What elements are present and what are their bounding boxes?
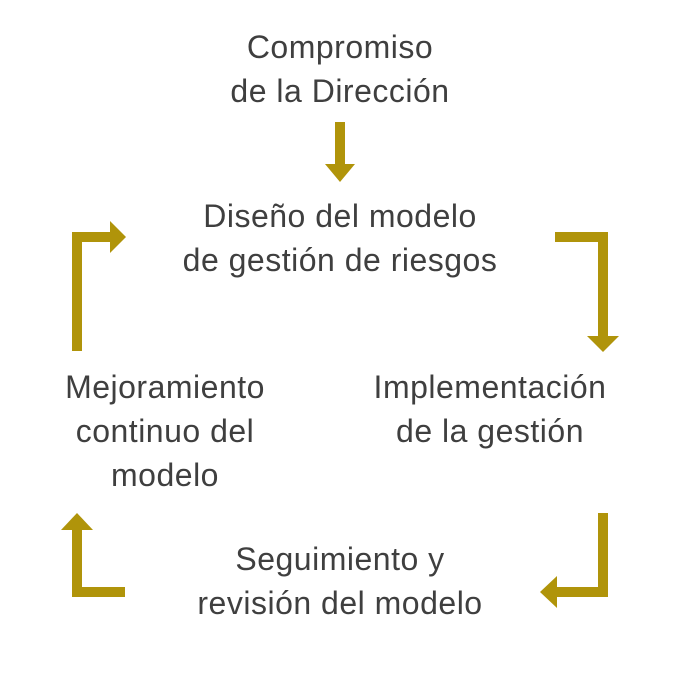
node-improvement: Mejoramiento continuo del modelo bbox=[20, 365, 310, 497]
node-design: Diseño del modelo de gestión de riesgos bbox=[90, 194, 590, 282]
node-improvement-line1: Mejoramiento bbox=[65, 369, 265, 405]
arrow-design-to-implementation bbox=[555, 232, 619, 352]
arrow-monitoring-to-improvement bbox=[61, 513, 125, 597]
node-design-line2: de gestión de riesgos bbox=[182, 242, 498, 278]
arrow-improvement-to-design bbox=[72, 221, 126, 351]
arrow-commitment-to-design bbox=[325, 122, 355, 182]
node-commitment-line2: de la Dirección bbox=[230, 73, 450, 109]
node-design-line1: Diseño del modelo bbox=[203, 198, 477, 234]
arrow-implementation-to-monitoring bbox=[540, 513, 608, 608]
node-commitment: Compromiso de la Dirección bbox=[140, 25, 540, 113]
node-monitoring: Seguimiento y revisión del modelo bbox=[120, 537, 560, 625]
node-improvement-line2: continuo del bbox=[75, 413, 255, 449]
node-improvement-line3: modelo bbox=[111, 457, 219, 493]
node-monitoring-line1: Seguimiento y bbox=[235, 541, 445, 577]
node-monitoring-line2: revisión del modelo bbox=[197, 585, 483, 621]
node-implementation-line1: Implementación bbox=[373, 369, 607, 405]
node-commitment-line1: Compromiso bbox=[246, 29, 434, 65]
node-implementation: Implementación de la gestión bbox=[330, 365, 650, 453]
node-implementation-line2: de la gestión bbox=[396, 413, 584, 449]
